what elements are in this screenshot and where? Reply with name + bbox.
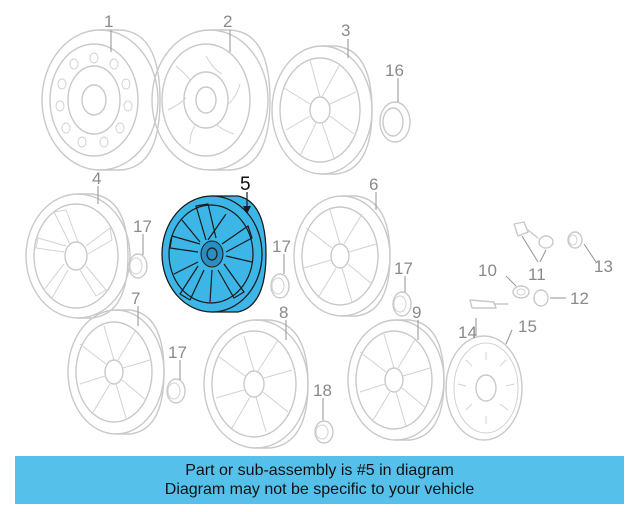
callout-2[interactable]: 2 <box>223 12 232 31</box>
part-2-steel-wheel[interactable] <box>151 29 271 171</box>
part-12-valve-core[interactable] <box>533 289 549 307</box>
part-10-valve-nut[interactable] <box>512 285 530 299</box>
part-7-alloy-wheel[interactable] <box>67 309 165 435</box>
callout-1[interactable]: 1 <box>104 12 113 31</box>
banner-line-2: Diagram may not be specific to your vehi… <box>164 481 475 498</box>
part-17-center-cap-b[interactable] <box>270 273 290 299</box>
callout-17a[interactable]: 17 <box>133 217 152 236</box>
part-16-center-cap[interactable] <box>379 101 411 143</box>
leader-arrow-part-5 <box>243 206 251 214</box>
part-15-wheel-cover[interactable] <box>445 335 523 441</box>
callout-17d[interactable]: 17 <box>168 343 187 362</box>
leader-lines <box>97 30 597 420</box>
wheel-parts-diagram: 1 2 3 16 4 5 6 17 17 17 7 8 9 17 18 10 1… <box>25 12 613 449</box>
part-3-alloy-wheel[interactable] <box>271 45 373 175</box>
callout-13[interactable]: 13 <box>594 257 613 276</box>
callout-12[interactable]: 12 <box>570 289 589 308</box>
callout-18[interactable]: 18 <box>313 381 332 400</box>
callout-4[interactable]: 4 <box>92 169 101 188</box>
callout-17b[interactable]: 17 <box>272 237 291 256</box>
callout-16[interactable]: 16 <box>385 61 404 80</box>
part-11-tpms-sensor[interactable] <box>513 221 554 249</box>
callout-9[interactable]: 9 <box>412 303 421 322</box>
info-banner: Part or sub-assembly is #5 in diagram Di… <box>15 456 624 504</box>
part-17-center-cap-c[interactable] <box>392 291 412 317</box>
part-17-center-cap-a[interactable] <box>128 253 148 279</box>
callout-7[interactable]: 7 <box>131 289 140 308</box>
callout-6[interactable]: 6 <box>369 175 378 194</box>
part-13-valve-cap[interactable] <box>567 231 583 249</box>
part-1-steel-wheel[interactable] <box>41 29 161 171</box>
callout-15[interactable]: 15 <box>518 317 537 336</box>
banner-line-1: Part or sub-assembly is #5 in diagram <box>185 462 454 479</box>
callout-14[interactable]: 14 <box>458 323 477 342</box>
part-18-center-cap[interactable] <box>314 420 334 444</box>
part-8-alloy-wheel[interactable] <box>203 319 309 449</box>
callout-17c[interactable]: 17 <box>394 259 413 278</box>
callout-3[interactable]: 3 <box>341 21 350 40</box>
part-9-alloy-wheel[interactable] <box>347 319 445 441</box>
callout-10[interactable]: 10 <box>478 261 497 280</box>
callout-8[interactable]: 8 <box>279 303 288 322</box>
part-5-alloy-wheel-highlighted[interactable] <box>161 195 267 313</box>
callout-11[interactable]: 11 <box>528 265 546 284</box>
part-14-valve-stem[interactable] <box>469 299 509 309</box>
part-6-alloy-wheel[interactable] <box>293 195 391 317</box>
part-17-center-cap-d[interactable] <box>166 378 186 404</box>
callout-5[interactable]: 5 <box>240 174 251 195</box>
part-4-alloy-wheel[interactable] <box>25 193 131 319</box>
